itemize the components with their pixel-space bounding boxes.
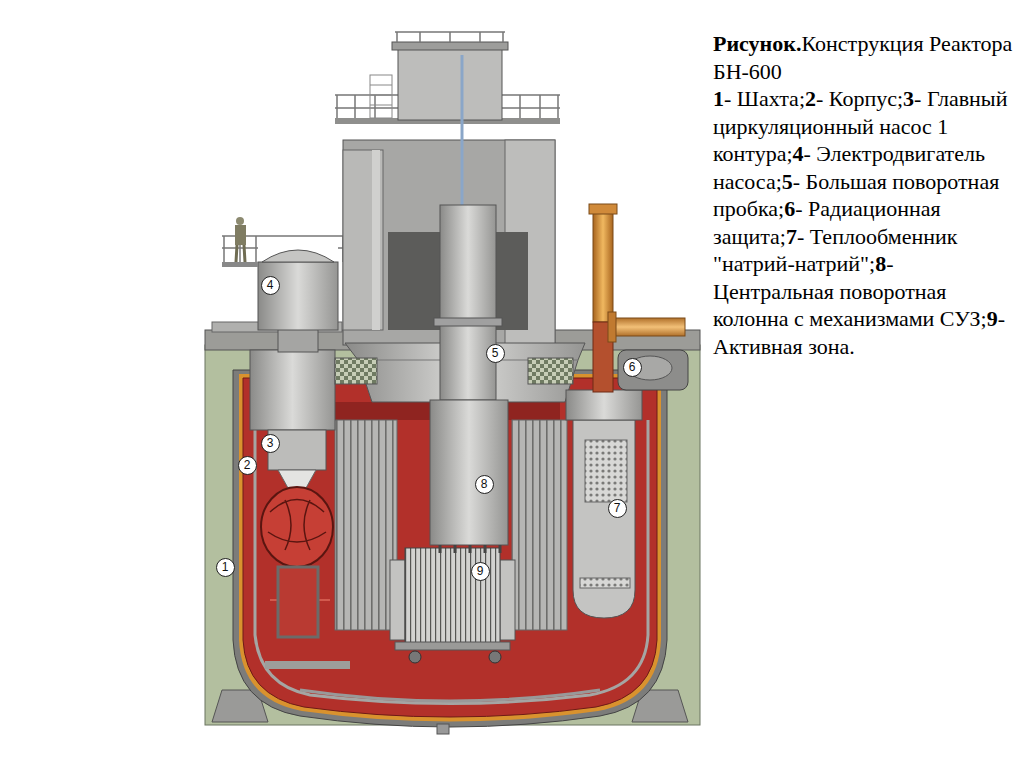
legend-number: 9 [987, 306, 998, 331]
internals-part [489, 651, 501, 663]
sodium-pipe-part [608, 312, 616, 342]
legend-number: 1 [713, 86, 724, 111]
central-hall-part [370, 75, 392, 118]
central-column [430, 205, 508, 553]
pump-motor-part [222, 262, 258, 267]
legend-number: 8 [875, 251, 886, 276]
callout-circle: 4 [261, 276, 280, 295]
concrete-shaft-part [205, 345, 700, 725]
internals-part [500, 560, 515, 640]
callout-circle: 9 [471, 562, 490, 581]
caption-heading: Рисунок.Конструкция Реактора БН-600 [713, 30, 1013, 85]
heat-exchanger-part [566, 390, 642, 420]
main-pump [250, 350, 335, 637]
callout-number: 4 [267, 279, 274, 291]
heat-exchanger-part [585, 440, 627, 502]
central-hall-part [461, 55, 464, 205]
caption-legend: 1- Шахта;2- Корпус;3- Главный циркуляцио… [713, 85, 1013, 360]
central-hall-part [398, 48, 502, 120]
callout-circle: 1 [216, 558, 235, 577]
heat-exchanger-part [580, 578, 630, 588]
callout-circle: 7 [608, 499, 627, 518]
central-hall-part [395, 32, 505, 42]
shield-ring-part [618, 350, 688, 390]
reactor-vessel-part [300, 690, 600, 701]
central-column-part [440, 545, 500, 553]
pump-motor-part [235, 225, 246, 245]
rotating-plug-part [335, 358, 377, 384]
legend-number: 5 [782, 169, 793, 194]
internals-part [405, 548, 500, 643]
pump-motor [222, 217, 345, 352]
legend-number: 6 [784, 196, 795, 221]
central-hall-part [392, 42, 508, 50]
central-column-part [434, 318, 502, 326]
heat-exchanger-part [573, 420, 635, 618]
caption-text: Рисунок. [713, 31, 801, 56]
sodium-pipe [589, 204, 685, 392]
callout-circle: 5 [486, 344, 505, 363]
reactor-vessel-part [265, 661, 350, 669]
callout-number: 1 [222, 561, 229, 573]
pump-motor-part [258, 262, 338, 330]
main-pump-part [268, 500, 326, 551]
heat-exchanger [566, 390, 642, 618]
reactor-vessel-part [437, 724, 449, 734]
legend-number: 2 [805, 86, 816, 111]
pump-motor-part [278, 328, 318, 352]
pump-motor-part [262, 250, 334, 262]
legend-number: 4 [793, 141, 804, 166]
legend-text: - Корпус; [816, 86, 903, 111]
callout-circle: 6 [623, 358, 642, 377]
figure-caption: Рисунок.Конструкция Реактора БН-6001- Ша… [713, 30, 1013, 360]
shield-ring [618, 350, 688, 390]
sodium-pipe-part [613, 318, 685, 336]
main-pump-part [278, 470, 316, 488]
internals-part [512, 420, 567, 630]
callout-circle: 8 [475, 475, 494, 494]
sodium-pipe-part [589, 204, 617, 214]
callout-number: 9 [477, 565, 484, 577]
main-pump-part [278, 567, 318, 637]
pump-motor-part [236, 245, 245, 262]
callout-number: 7 [614, 502, 621, 514]
callout-number: 2 [244, 459, 251, 471]
internals-part [335, 420, 397, 630]
internals-part [409, 651, 421, 663]
central-column-part [440, 205, 496, 400]
sodium-pipe-part [593, 212, 613, 322]
callout-circle: 2 [238, 456, 257, 475]
rotating-plug-part [528, 358, 573, 384]
callout-number: 5 [492, 347, 499, 359]
legend-number: 7 [786, 224, 797, 249]
central-hall-part [372, 150, 380, 330]
main-pump-part [261, 487, 333, 567]
internals-part [395, 642, 510, 650]
callout-number: 8 [481, 478, 488, 490]
central-hall-part [343, 150, 383, 330]
pump-motor-part [236, 217, 244, 225]
main-pump-part [250, 350, 335, 430]
internals-part [390, 560, 405, 640]
callout-number: 3 [267, 437, 274, 449]
callout-circle: 3 [261, 434, 280, 453]
central-column-part [430, 400, 508, 545]
callout-number: 6 [629, 361, 636, 373]
legend-number: 3 [903, 86, 914, 111]
concrete-shaft [205, 345, 700, 725]
central-hall-part [370, 85, 392, 105]
legend-text: - Шахта; [724, 86, 805, 111]
